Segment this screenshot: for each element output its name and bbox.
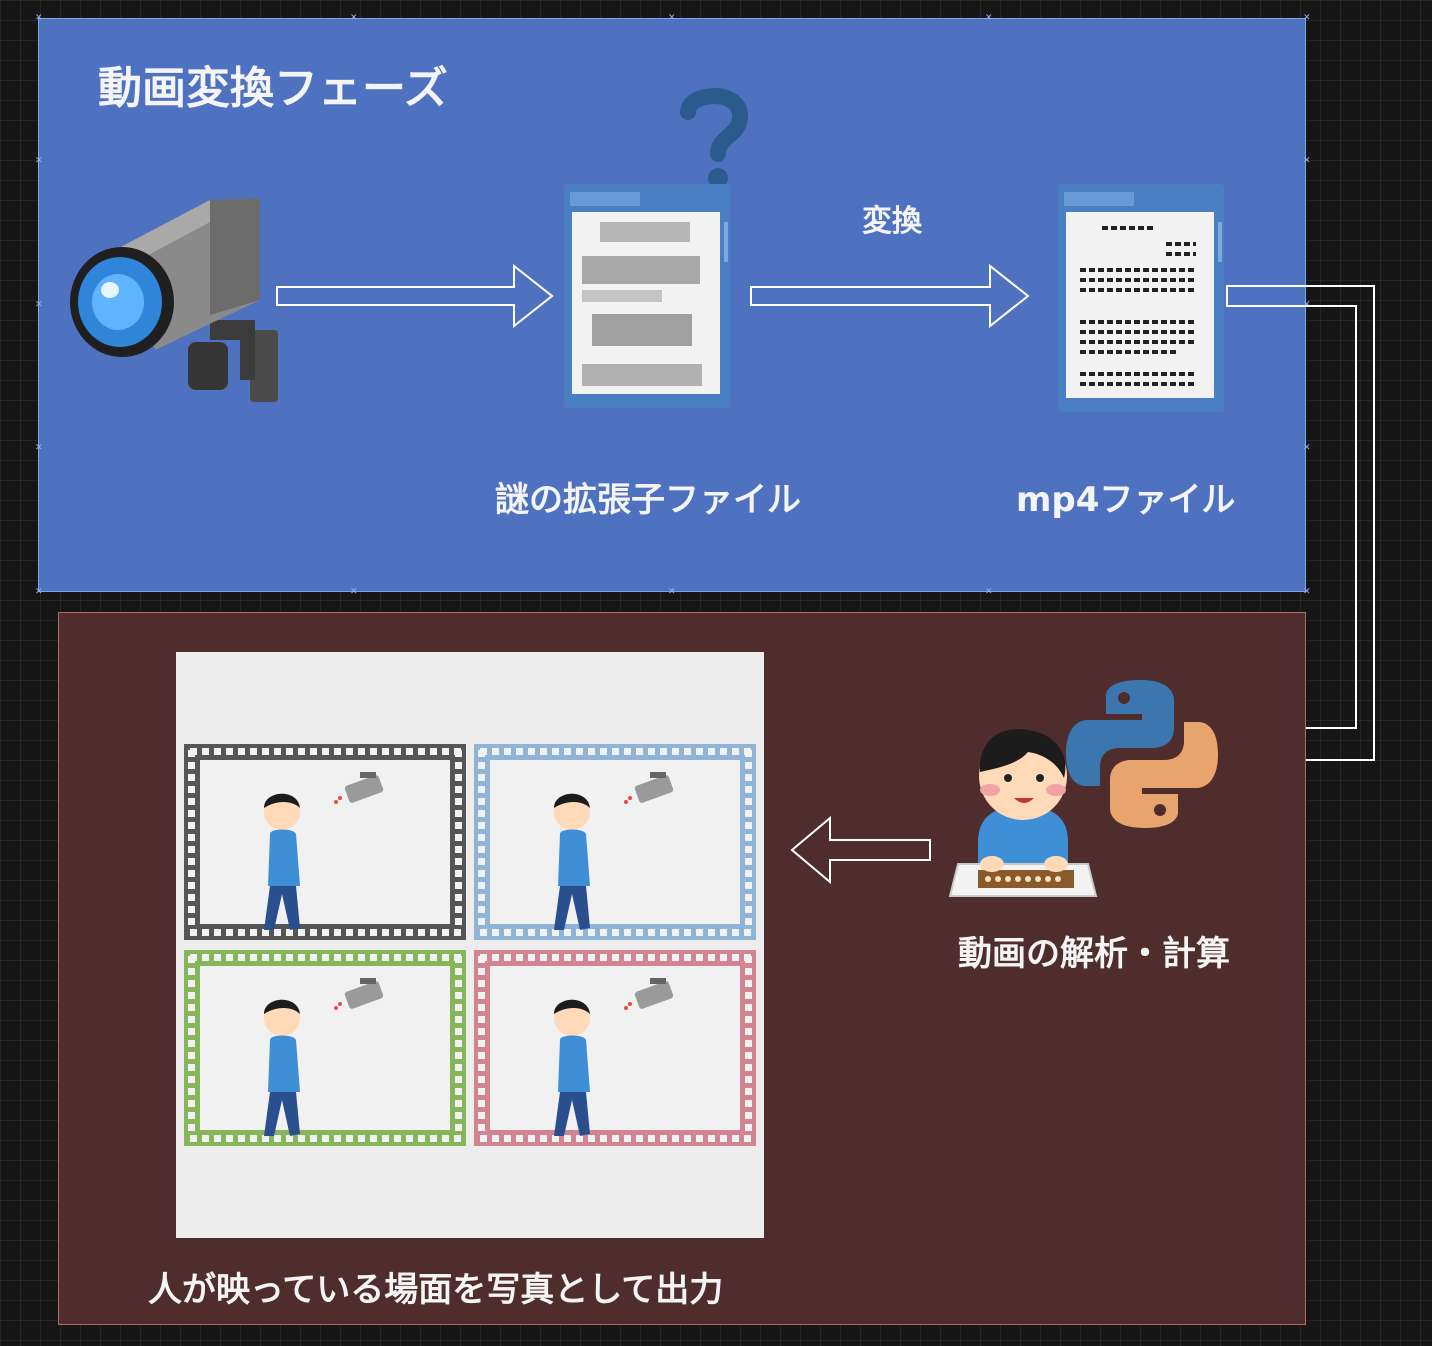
person-walking-icon (264, 999, 300, 1136)
convert-label: 変換 (862, 204, 922, 239)
mp4-file-label: mp4ファイル (1016, 480, 1236, 520)
security-camera-icon (334, 772, 384, 804)
arrow-right-2 (750, 263, 1030, 329)
person-walking-icon (264, 793, 300, 930)
python-logo-icon (1066, 680, 1218, 828)
phase-title: 動画変換フェーズ (98, 63, 448, 114)
security-camera-icon (334, 978, 384, 1010)
film-frame-green (184, 950, 466, 1146)
film-frame-red (474, 950, 756, 1146)
document-icon (1058, 184, 1224, 412)
document-icon (564, 184, 730, 408)
analysis-label: 動画の解析・計算 (958, 934, 1230, 974)
arrow-left (790, 815, 931, 885)
person-walking-icon (554, 793, 590, 930)
security-camera-icon (70, 198, 278, 402)
programmer-icon (948, 729, 1098, 897)
arrow-right-1 (276, 263, 554, 329)
film-frame-blue (474, 744, 756, 940)
security-camera-icon (624, 978, 674, 1010)
question-mark-icon (680, 88, 749, 188)
mystery-file-label: 謎の拡張子ファイル (495, 480, 801, 520)
film-frame-black (184, 744, 466, 940)
security-camera-icon (624, 772, 674, 804)
output-label: 人が映っている場面を写真として出力 (148, 1270, 724, 1310)
film-frames (184, 744, 756, 1146)
person-walking-icon (554, 999, 590, 1136)
